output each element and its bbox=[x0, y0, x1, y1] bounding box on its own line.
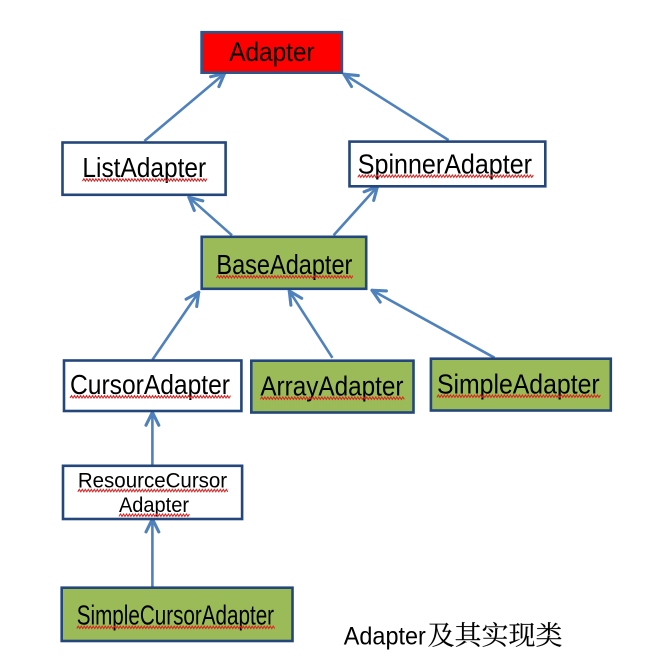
svg-text:CursorAdapter: CursorAdapter bbox=[70, 369, 230, 400]
svg-text:Adapter: Adapter bbox=[119, 493, 189, 517]
svg-text:SpinnerAdapter: SpinnerAdapter bbox=[358, 148, 532, 179]
svg-text:ArrayAdapter: ArrayAdapter bbox=[260, 370, 403, 401]
svg-text:SimpleCursorAdapter: SimpleCursorAdapter bbox=[77, 599, 274, 630]
svg-text:BaseAdapter: BaseAdapter bbox=[216, 249, 352, 280]
svg-text:ResourceCursor: ResourceCursor bbox=[78, 468, 227, 492]
svg-text:ListAdapter: ListAdapter bbox=[82, 152, 206, 183]
svg-text:Adapter: Adapter bbox=[229, 37, 314, 67]
svg-text:SimpleAdapter: SimpleAdapter bbox=[437, 368, 600, 399]
svg-text:Adapter: Adapter bbox=[344, 623, 426, 651]
